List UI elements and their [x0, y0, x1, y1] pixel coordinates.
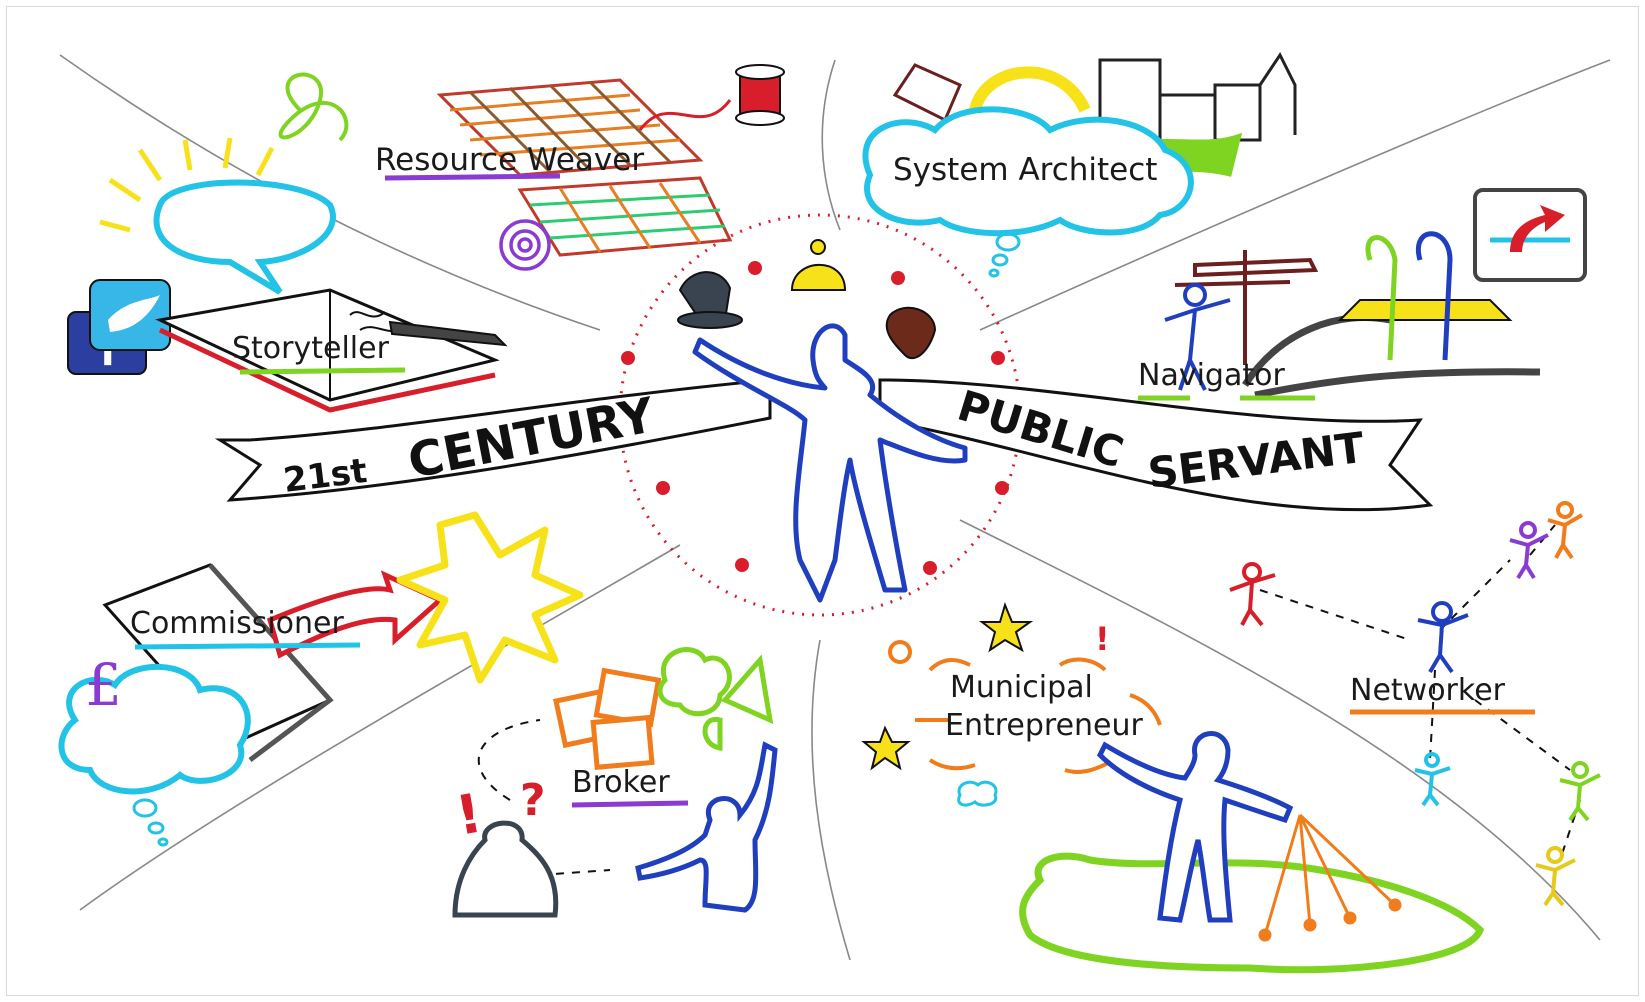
resource-weaver-label: Resource Weaver	[375, 142, 644, 178]
exclamation-icon: !	[451, 781, 486, 847]
system-architect-label: System Architect	[893, 152, 1157, 188]
blue-person-icon	[1417, 601, 1469, 674]
broker-underline	[571, 800, 689, 808]
network-links	[1259, 524, 1581, 861]
meeting-table-icon	[1337, 231, 1513, 361]
broker-group: ! ? Broker	[451, 647, 778, 918]
green-yarn-icon	[278, 72, 349, 142]
document-edge-icon	[208, 563, 334, 762]
green-person-icon	[1559, 761, 1601, 822]
broker-dashed-link	[477, 719, 611, 876]
commissioner-label: Commissioner	[130, 606, 345, 641]
commissioner-group: £ Commissioner	[58, 511, 584, 847]
twitter-icon	[89, 279, 171, 351]
thought-bubbles-icon	[988, 232, 1021, 278]
broker-label: Broker	[572, 765, 670, 800]
municipal-entrepreneur-group: ! Municipal Entrepreneur	[861, 601, 1485, 974]
resource-weaver-group: Resource Weaver	[278, 64, 785, 271]
orange-person-icon	[1547, 501, 1584, 560]
green-ground-icon	[1019, 852, 1485, 974]
wool-hat-icon	[790, 239, 847, 291]
entrepreneur-label: Entrepreneur	[945, 708, 1144, 743]
reaching-person-icon	[635, 741, 778, 913]
storyteller-group: f Storyteller	[67, 137, 508, 413]
networker-group: Networker	[1229, 501, 1601, 907]
banner-century: CENTURY	[404, 387, 660, 490]
thought-cloud-icon	[862, 106, 1194, 237]
thinking-person-icon	[452, 820, 559, 918]
red-arrow-icon	[266, 570, 445, 659]
woven-fabric-icon	[436, 78, 733, 257]
cloud-bubbles-icon	[132, 798, 169, 847]
yellow-person-icon	[1535, 846, 1576, 907]
orange-rays-icon	[1258, 813, 1402, 942]
spark-exclaim-icon: !	[1095, 620, 1110, 658]
sun-rays-icon	[99, 137, 275, 233]
cyan-person-icon	[1414, 752, 1451, 807]
navigator-group: Navigator	[1138, 188, 1587, 401]
money-cloud-icon	[58, 663, 251, 795]
pointing-person-icon	[1096, 731, 1294, 923]
pen-icon	[388, 320, 508, 347]
speech-bubble-icon	[153, 179, 336, 295]
screen-arrow-icon	[1473, 188, 1587, 282]
central-figure-icon	[692, 323, 968, 603]
small-cloud-icon	[957, 780, 998, 807]
leather-hat-icon	[885, 306, 937, 360]
starburst-icon	[396, 511, 584, 684]
top-hat-icon	[677, 271, 743, 329]
storyteller-underline	[239, 367, 406, 375]
question-icon: ?	[520, 775, 546, 826]
banner-ribbon	[214, 378, 1434, 512]
pound-sign-icon: £	[85, 651, 122, 719]
purple-yarn-ball-icon	[499, 219, 551, 271]
storyteller-label: Storyteller	[232, 331, 390, 366]
red-thread-icon	[638, 99, 732, 131]
thread-spool-icon	[735, 64, 785, 126]
red-person-icon	[1229, 562, 1276, 627]
orange-cards-icon	[553, 667, 662, 770]
signpost-icon	[1174, 250, 1319, 365]
left-star-icon	[861, 725, 911, 771]
system-architect-group: System Architect	[862, 52, 1297, 278]
resource-weaver-underline	[384, 173, 561, 181]
municipal-label: Municipal	[950, 670, 1093, 705]
green-shapes-icon	[657, 647, 774, 751]
purple-person-icon	[1509, 521, 1549, 580]
commissioner-underline	[134, 642, 361, 650]
navigator-person-icon	[1164, 283, 1231, 391]
networker-label: Networker	[1350, 673, 1506, 708]
navigator-label: Navigator	[1138, 358, 1285, 393]
star-spark-icon	[979, 601, 1034, 653]
